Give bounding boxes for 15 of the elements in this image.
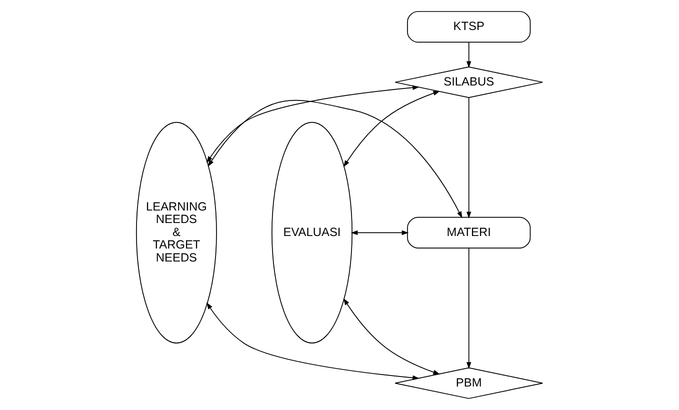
node-box: MATERI: [407, 216, 531, 248]
arrow: [466, 42, 472, 68]
arrow: [206, 302, 420, 380]
arrow: [208, 100, 462, 218]
arrow: [343, 298, 440, 374]
node-diamond: SILABUS: [394, 66, 544, 98]
arrow: [206, 85, 420, 163]
node-box: KTSP: [407, 11, 531, 43]
node-diamond: PBM: [394, 367, 544, 399]
arrow: [343, 90, 440, 168]
arrow: [466, 248, 472, 369]
arrow: [350, 230, 409, 236]
arrow: [466, 97, 472, 219]
node-ellipse: LEARNING NEEDS & TARGET NEEDS: [136, 122, 217, 344]
node-ellipse: EVALUASI: [272, 122, 352, 344]
